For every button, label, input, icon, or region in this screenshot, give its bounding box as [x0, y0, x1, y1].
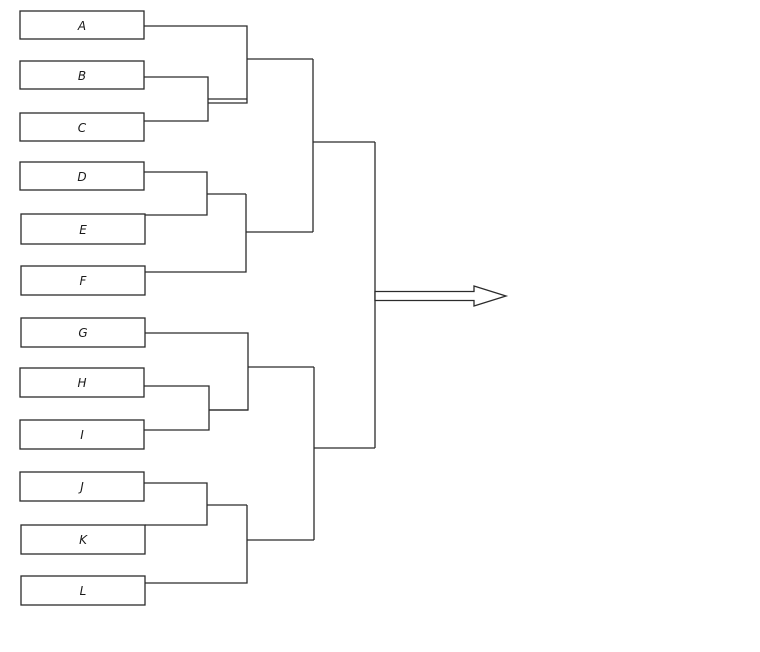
team-box: [19, 161, 145, 191]
connector-de-f: [145, 194, 313, 273]
team-label: K: [79, 533, 88, 547]
round-1-connectors: [144, 76, 248, 526]
team-box: [19, 112, 145, 142]
team-box: [19, 10, 145, 40]
team-entry-i: I: [19, 419, 145, 450]
team-box: [19, 60, 145, 90]
team-label: L: [80, 584, 87, 598]
team-label: E: [79, 223, 87, 237]
connector-j-k: [144, 482, 247, 526]
team-box: [20, 265, 146, 296]
team-entry-j: J: [19, 471, 145, 502]
connector-b-c: [144, 76, 247, 122]
team-entry-f: F: [20, 265, 146, 296]
team-label: B: [78, 69, 86, 83]
team-label: A: [77, 19, 86, 33]
team-entry-h: H: [19, 367, 145, 398]
team-entry-c: C: [19, 112, 145, 142]
round-2-connectors: [144, 25, 314, 584]
team-box: [20, 575, 146, 606]
connector-g-hi: [145, 332, 314, 411]
team-label: C: [78, 121, 87, 135]
team-box: [19, 419, 145, 450]
team-entry-d: D: [19, 161, 145, 191]
round-3-connectors: [312, 59, 375, 540]
winner-arrow-icon: [374, 285, 509, 307]
team-label: H: [77, 376, 86, 390]
team-box: [19, 471, 145, 502]
team-entry-g: G: [20, 317, 146, 348]
connector-bottom-half: [313, 367, 375, 540]
team-label: G: [78, 326, 87, 340]
team-label: I: [80, 428, 84, 442]
team-entry-k: K: [20, 524, 146, 555]
connector-jk-l: [145, 505, 314, 584]
team-box: [20, 213, 146, 245]
connector-d-e: [144, 171, 246, 216]
team-label: J: [78, 480, 84, 494]
team-entry-e: E: [20, 213, 146, 245]
team-box: [20, 317, 146, 348]
team-entries: A B C D E F G H: [19, 10, 146, 606]
team-label: D: [77, 170, 86, 184]
team-entry-l: L: [20, 575, 146, 606]
connector-h-i: [144, 385, 248, 431]
connector-top-half: [312, 59, 375, 232]
team-entry-b: B: [19, 60, 145, 90]
team-label: F: [80, 274, 88, 288]
team-entry-a: A: [19, 10, 145, 40]
team-box: [19, 367, 145, 398]
connector-a-bc: [144, 25, 313, 104]
team-box: [20, 524, 146, 555]
